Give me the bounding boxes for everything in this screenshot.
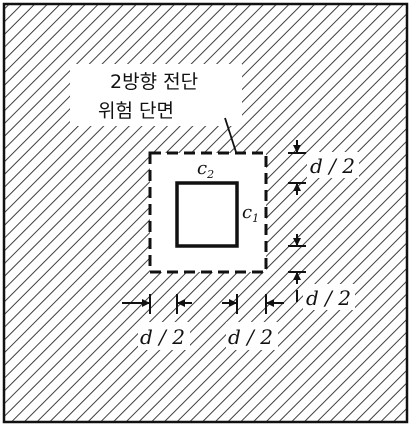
d-half-right-bottom: d / 2	[306, 286, 351, 310]
critical-section-outline	[148, 151, 268, 274]
d-half-bottom-right: d / 2	[228, 325, 273, 349]
column	[175, 181, 239, 248]
c1-label: c1	[242, 202, 259, 225]
d-half-bottom-left: d / 2	[140, 325, 185, 349]
label-leader	[224, 117, 237, 153]
section-label-line2: 위험 단면	[98, 100, 174, 122]
bottom-dimension-arrows	[142, 299, 274, 307]
slab-border	[2, 2, 409, 424]
d-half-right-top: d / 2	[310, 154, 355, 178]
right-dimension-arrows	[293, 145, 301, 280]
c2-label: c2	[197, 158, 214, 181]
section-label-line1: 2방향 전단	[110, 71, 198, 93]
